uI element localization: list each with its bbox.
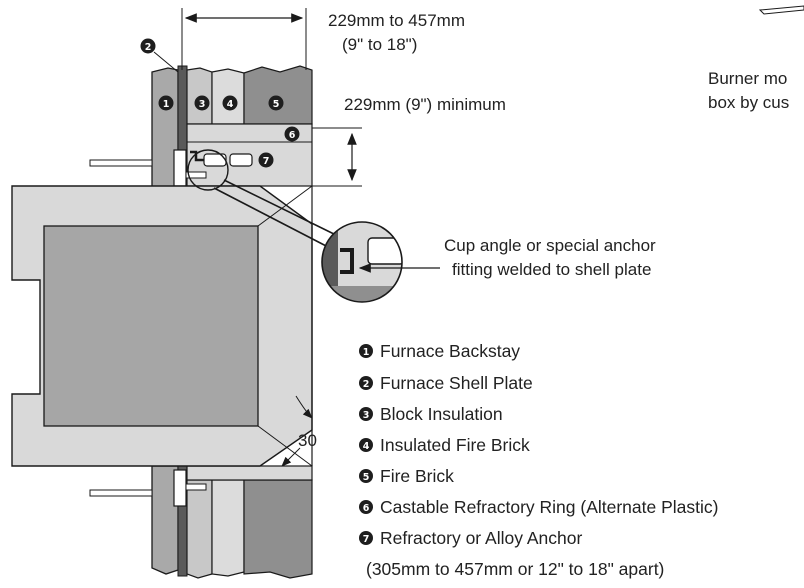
svg-text:1: 1 [163, 99, 170, 110]
marker-6: 6 [284, 126, 300, 142]
legend-item-6: 6 Castable Refractory Ring (Alternate Pl… [359, 497, 718, 517]
angle-label: 30 [298, 431, 317, 450]
svg-text:Insulated Fire Brick: Insulated Fire Brick [380, 435, 530, 455]
legend-note: (305mm to 457mm or 12" to 18" apart) [366, 559, 664, 579]
burner-note-line1: Burner mo [708, 69, 787, 88]
svg-text:3: 3 [363, 410, 370, 421]
burner-note: Burner mo box by cus [708, 5, 804, 112]
svg-text:6: 6 [363, 503, 370, 514]
dimension-ring: 229mm (9") minimum [312, 95, 506, 187]
ifb-bottom [211, 479, 245, 577]
burner-body [11, 185, 313, 467]
svg-text:4: 4 [363, 441, 370, 452]
overall-dimension-imperial: (9" to 18") [342, 35, 417, 54]
svg-text:5: 5 [273, 99, 280, 110]
svg-text:7: 7 [263, 156, 270, 167]
svg-text:3: 3 [199, 99, 206, 110]
marker-7: 7 [258, 152, 274, 168]
burner-note-line2: box by cus [708, 93, 789, 112]
svg-text:Fire Brick: Fire Brick [380, 466, 454, 486]
svg-text:5: 5 [363, 472, 370, 483]
svg-text:1: 1 [363, 347, 370, 358]
svg-text:Furnace Shell Plate: Furnace Shell Plate [380, 373, 533, 393]
ring-minimum-label: 229mm (9") minimum [344, 95, 506, 114]
marker-3: 3 [194, 95, 210, 111]
callout-line2: fitting welded to shell plate [452, 260, 651, 279]
legend-item-3: 3 Block Insulation [359, 404, 503, 424]
svg-text:Castable Refractory Ring (Alte: Castable Refractory Ring (Alternate Plas… [380, 497, 718, 517]
marker-4: 4 [222, 95, 238, 111]
fire-brick-top [243, 65, 313, 125]
wall-top [89, 65, 313, 189]
marker-1: 1 [158, 95, 174, 111]
legend-item-7: 7 Refractory or Alloy Anchor [359, 528, 582, 548]
legend-item-1: 1 Furnace Backstay [359, 341, 520, 361]
legend-item-2: 2 Furnace Shell Plate [359, 373, 533, 393]
svg-text:6: 6 [289, 130, 296, 141]
svg-text:4: 4 [227, 99, 234, 110]
svg-text:Block Insulation: Block Insulation [380, 404, 503, 424]
wall-bottom [89, 465, 313, 579]
dimension-overall: 229mm to 457mm (9" to 18") [181, 8, 465, 70]
anchor-detail-callout: Cup angle or special anchor fitting weld… [187, 149, 656, 303]
legend-item-4: 4 Insulated Fire Brick [359, 435, 530, 455]
svg-text:2: 2 [145, 42, 152, 53]
burner-box [43, 225, 259, 427]
marker-5: 5 [268, 95, 284, 111]
svg-text:7: 7 [363, 534, 370, 545]
svg-text:Refractory or Alloy Anchor: Refractory or Alloy Anchor [380, 528, 582, 548]
svg-text:2: 2 [363, 379, 370, 390]
block-insulation-bottom [186, 479, 213, 579]
diagram-markers: 2 1 3 4 5 6 7 [140, 38, 300, 168]
svg-text:Furnace Backstay: Furnace Backstay [380, 341, 520, 361]
anchor-assembly [190, 150, 253, 167]
legend-item-5: 5 Fire Brick [359, 466, 454, 486]
callout-line1: Cup angle or special anchor [444, 236, 656, 255]
overall-dimension-label: 229mm to 457mm [328, 11, 465, 30]
marker-2: 2 [140, 38, 179, 73]
angle-dimension: 30 [281, 395, 317, 467]
legend: 1 Furnace Backstay 2 Furnace Shell Plate… [359, 341, 718, 579]
fire-brick-bottom [243, 479, 313, 579]
